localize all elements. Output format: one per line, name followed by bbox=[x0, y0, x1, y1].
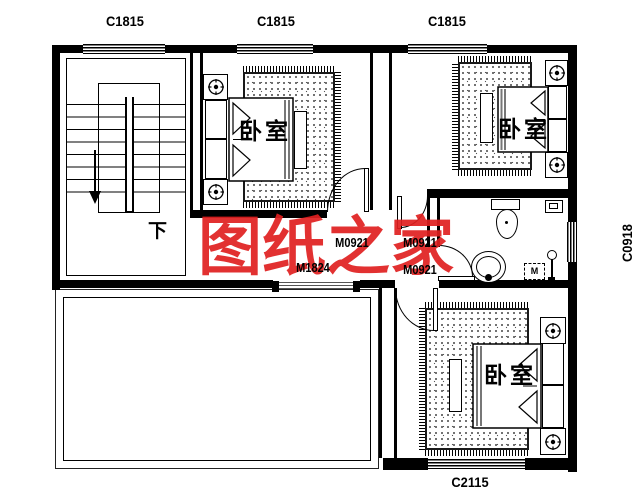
bedside-lamp-icon bbox=[545, 322, 561, 339]
wall-bathroom-left bbox=[427, 198, 440, 247]
window-c1815-2 bbox=[237, 44, 313, 54]
wall-top-1 bbox=[52, 45, 83, 53]
wall-bedroom3-bottom-left bbox=[383, 458, 428, 470]
wall-mid-right bbox=[439, 280, 569, 288]
stair-down-arrow-head bbox=[89, 191, 101, 204]
bedroom1-nightstand-bottom bbox=[203, 179, 228, 205]
shower-stem bbox=[551, 259, 553, 279]
window-c0918 bbox=[567, 222, 577, 262]
stair-down-arrow-icon bbox=[94, 150, 96, 192]
wall-right-upper bbox=[568, 45, 577, 222]
watermark: 图纸之家 bbox=[198, 210, 454, 285]
bedroom3-rug-fringe-top bbox=[425, 302, 529, 308]
bedroom3-label: 卧室 bbox=[484, 363, 536, 389]
wall-top-3 bbox=[313, 45, 408, 53]
bedroom3-rug-fringe-left bbox=[419, 308, 425, 450]
bedroom3-nightstand-bottom bbox=[540, 428, 566, 455]
bedroom1-bed bbox=[228, 97, 294, 182]
window-label-c2115: C2115 bbox=[451, 474, 489, 490]
window-c2115 bbox=[428, 459, 525, 469]
wall-top-2 bbox=[165, 45, 237, 53]
wall-left bbox=[52, 45, 60, 290]
wall-bedroom2-bottom bbox=[427, 189, 569, 198]
wall-mid-center bbox=[360, 280, 395, 288]
wall-stair-bedroom1 bbox=[190, 53, 203, 210]
stair-divider bbox=[125, 97, 134, 213]
window-label-c0918: C0918 bbox=[619, 224, 635, 262]
window-label-c1815-2: C1815 bbox=[257, 13, 295, 29]
bedroom2-rug-fringe-bottom bbox=[458, 170, 532, 176]
wall-bedroom3-bottom-right bbox=[525, 458, 569, 470]
door1-leaf bbox=[364, 168, 369, 212]
window-c1815-3 bbox=[408, 44, 487, 54]
wall-right-lower bbox=[568, 262, 577, 472]
bedroom3-bench bbox=[449, 359, 462, 412]
bedside-lamp-icon bbox=[548, 65, 565, 81]
bedroom2-headboard-line bbox=[549, 118, 566, 120]
bedroom3-bed bbox=[472, 343, 542, 429]
door2-leaf bbox=[397, 196, 402, 229]
door4-leaf bbox=[438, 276, 475, 281]
window-label-c1815-3: C1815 bbox=[428, 13, 466, 29]
bedroom1-headboard-line bbox=[206, 138, 226, 140]
terrace-inner-line bbox=[63, 297, 371, 461]
bedroom1-bench bbox=[294, 111, 307, 169]
door3-swing-arc bbox=[395, 288, 434, 331]
bedroom1-label: 卧室 bbox=[239, 119, 291, 145]
shower-base bbox=[548, 277, 555, 280]
floor-drain-glyph: M bbox=[530, 266, 539, 276]
bedside-lamp-icon bbox=[207, 79, 224, 95]
door-label-m0921-1: M0921 bbox=[335, 236, 369, 250]
bedside-lamp-icon bbox=[207, 184, 224, 200]
stair-down-label: 下 bbox=[148, 220, 168, 242]
bedroom2-bench bbox=[480, 93, 493, 143]
wide-door-threshold bbox=[279, 282, 353, 290]
bedroom2-rug-fringe-left bbox=[452, 62, 458, 170]
door-label-m0921-2: M0921 bbox=[403, 236, 437, 250]
bath-corner-box-inner bbox=[549, 203, 558, 209]
door-label-m1824: M1824 bbox=[296, 261, 330, 275]
wall-bedroom1-bedroom2 bbox=[370, 53, 392, 210]
wall-bedroom3-left bbox=[379, 288, 397, 458]
window-label-c1815-1: C1815 bbox=[106, 13, 144, 29]
window-c1815-1 bbox=[83, 44, 165, 54]
bedroom1-rug-fringe-top bbox=[243, 66, 335, 72]
toilet-drain-dot bbox=[505, 221, 508, 224]
floor-drain-icon: M bbox=[524, 263, 545, 280]
bedside-lamp-icon bbox=[548, 157, 565, 173]
washbasin-tap bbox=[485, 274, 492, 281]
bedroom2-bed bbox=[497, 86, 549, 153]
bedroom1-nightstand-top bbox=[203, 74, 228, 100]
bedroom2-nightstand-bottom bbox=[545, 152, 568, 178]
wall-bedroom1-bottom bbox=[190, 210, 327, 218]
toilet-bowl bbox=[496, 209, 518, 239]
wide-door-threshold-cap-left bbox=[272, 281, 279, 292]
door3-leaf bbox=[433, 288, 438, 331]
bedroom3-nightstand-top bbox=[540, 317, 566, 344]
bedside-lamp-icon bbox=[545, 433, 561, 450]
bedroom1-rug-fringe-bottom bbox=[243, 202, 335, 208]
wall-mid-left bbox=[52, 280, 273, 288]
bedroom3-rug-fringe-bottom bbox=[425, 450, 529, 456]
bedroom2-rug-fringe-top bbox=[458, 56, 532, 62]
bedroom2-nightstand-top bbox=[545, 60, 568, 86]
wide-door-threshold-cap-right bbox=[353, 281, 360, 292]
terrace-outer-line bbox=[55, 289, 379, 469]
bedroom2-label: 卧室 bbox=[498, 117, 550, 143]
bedroom1-rug-fringe-right bbox=[335, 72, 341, 202]
bedroom3-headboard-line bbox=[543, 384, 563, 386]
door-label-m0921-3: M0921 bbox=[403, 263, 437, 277]
wall-top-4 bbox=[487, 45, 577, 53]
